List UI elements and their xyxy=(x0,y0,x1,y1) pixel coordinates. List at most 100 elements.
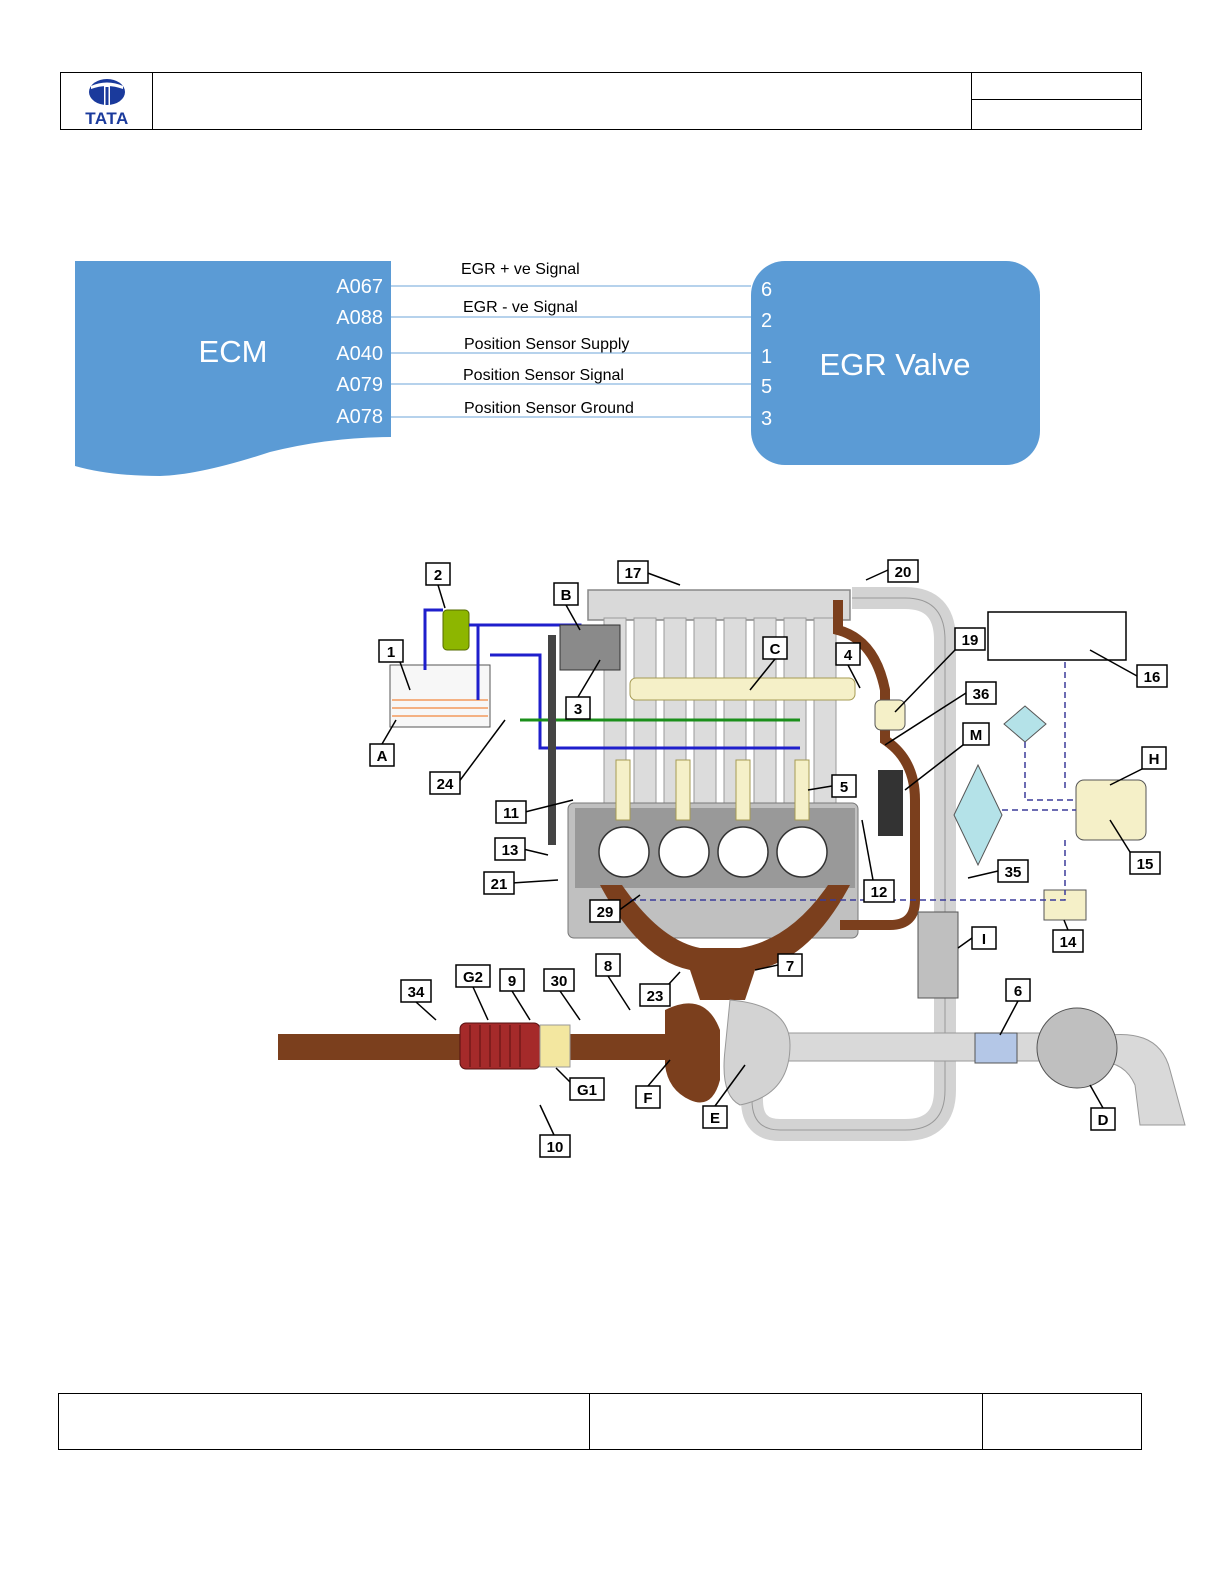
svg-text:29: 29 xyxy=(597,904,614,921)
callout-2: 2 xyxy=(425,562,451,609)
callout-D: D xyxy=(1089,1084,1116,1131)
diagnostic-lamp xyxy=(1003,705,1047,743)
callout-3: 3 xyxy=(565,659,601,720)
callout-30: 30 xyxy=(543,968,581,1021)
svg-text:4: 4 xyxy=(844,647,853,664)
footer-divider-1 xyxy=(589,1394,590,1449)
svg-text:D: D xyxy=(1098,1112,1109,1129)
egr-valve-block xyxy=(751,261,1040,465)
svg-text:B: B xyxy=(561,587,572,604)
svg-text:6: 6 xyxy=(1014,983,1022,1000)
signal-wires xyxy=(630,662,1076,901)
injectors xyxy=(615,759,810,821)
callout-C: C xyxy=(749,636,788,691)
warning-lamp xyxy=(953,763,1003,867)
svg-text:24: 24 xyxy=(437,776,454,793)
cylinders xyxy=(598,826,828,878)
compressor-housing xyxy=(723,999,791,1106)
callout-12: 12 xyxy=(861,819,895,903)
svg-text:9: 9 xyxy=(508,973,516,990)
ecm-pin: A078 xyxy=(336,406,383,428)
callout-19: 19 xyxy=(894,627,986,713)
svg-text:5: 5 xyxy=(840,779,848,796)
svg-text:14: 14 xyxy=(1060,934,1077,951)
turbine-housing xyxy=(665,1003,720,1103)
callout-B: B xyxy=(553,582,581,631)
callout-23: 23 xyxy=(639,971,681,1007)
fuel-filter xyxy=(442,609,470,651)
callout-24: 24 xyxy=(429,719,506,795)
svg-text:10: 10 xyxy=(547,1139,564,1156)
svg-text:F: F xyxy=(643,1090,652,1107)
valve-pin: 1 xyxy=(761,346,772,368)
callout-I: I xyxy=(957,926,997,950)
wire-signal-label: Position Sensor Signal xyxy=(463,367,624,384)
callout-13: 13 xyxy=(494,837,549,861)
callout-35: 35 xyxy=(967,859,1029,883)
valve-pin: 3 xyxy=(761,408,772,430)
header-right-cell xyxy=(971,73,1141,129)
svg-text:35: 35 xyxy=(1005,864,1022,881)
fuel-return-line xyxy=(490,653,800,750)
valve-pin: 5 xyxy=(761,376,772,398)
svg-text:3: 3 xyxy=(574,701,582,718)
wire-signal-label: Position Sensor Ground xyxy=(464,400,634,417)
svg-text:G2: G2 xyxy=(463,969,483,986)
egr-wiring-diagram: ECM EGR Valve A067 EGR + ve Signal 6 A08… xyxy=(75,261,1040,476)
oxidation-catalyst xyxy=(539,1024,571,1068)
svg-text:15: 15 xyxy=(1137,856,1154,873)
wire-signal-label: Position Sensor Supply xyxy=(464,336,629,353)
svg-text:I: I xyxy=(982,931,986,948)
callout-29: 29 xyxy=(589,894,641,923)
ecm-pin: A040 xyxy=(336,343,383,365)
callout-E: E xyxy=(702,1064,746,1129)
callout-H: H xyxy=(1109,746,1167,786)
valve-pin: 2 xyxy=(761,310,772,332)
callout-16: 16 xyxy=(1089,649,1168,688)
fuel-level xyxy=(392,699,488,717)
svg-text:30: 30 xyxy=(551,973,568,990)
svg-text:20: 20 xyxy=(895,564,912,581)
svg-text:A: A xyxy=(377,748,388,765)
svg-text:8: 8 xyxy=(604,958,612,975)
callout-8: 8 xyxy=(595,953,631,1011)
wire-signal-label: EGR + ve Signal xyxy=(461,261,580,278)
intake-pipe-outline xyxy=(751,597,946,1131)
svg-text:12: 12 xyxy=(871,884,888,901)
valve-pin: 6 xyxy=(761,279,772,301)
svg-text:21: 21 xyxy=(491,876,508,893)
ecm-block xyxy=(75,261,391,476)
svg-text:2: 2 xyxy=(434,567,442,584)
callout-20: 20 xyxy=(865,559,919,583)
air-filter xyxy=(1036,1007,1118,1089)
exhaust-manifold xyxy=(600,885,850,1000)
callout-15: 15 xyxy=(1109,819,1161,875)
svg-text:C: C xyxy=(770,641,781,658)
svg-text:16: 16 xyxy=(1144,669,1161,686)
callout-4: 4 xyxy=(835,642,861,689)
callout-10: 10 xyxy=(539,1104,571,1158)
common-rail xyxy=(629,677,856,701)
footer-divider-2 xyxy=(982,1394,983,1449)
callout-7: 7 xyxy=(754,953,803,977)
callout-G2: G2 xyxy=(455,964,491,1021)
high-pressure-pump xyxy=(559,624,621,671)
timing-belt xyxy=(548,635,556,845)
tata-logo-icon xyxy=(89,79,125,106)
callout-G1: G1 xyxy=(555,1067,605,1101)
ecm-pin: A088 xyxy=(336,307,383,329)
svg-text:G1: G1 xyxy=(577,1082,597,1099)
ecm-pin: A079 xyxy=(336,374,383,396)
svg-text:1: 1 xyxy=(387,644,395,661)
header-right-divider xyxy=(972,99,1141,100)
egr-valve xyxy=(874,699,906,731)
callout-6: 6 xyxy=(999,978,1031,1036)
ecm-unit xyxy=(1075,779,1147,841)
callout-36: 36 xyxy=(884,681,997,746)
callout-14: 14 xyxy=(1052,919,1084,953)
engine-system-diagram: 1 2 3 4 5 6 7 8 9 10 11 12 13 14 15 16 1… xyxy=(278,559,1186,1158)
callout-11: 11 xyxy=(495,799,574,824)
callout-F: F xyxy=(635,1059,671,1109)
ecm-pin: A067 xyxy=(336,276,383,298)
egr-valve-label: EGR Valve xyxy=(819,347,970,382)
